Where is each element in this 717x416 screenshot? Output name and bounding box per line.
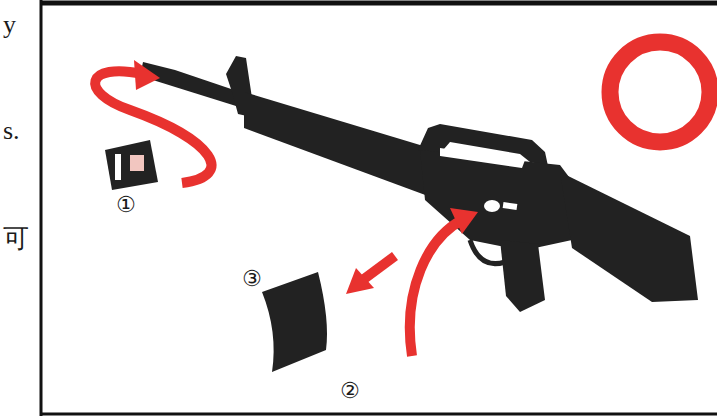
cropped-text: 可: [3, 226, 29, 252]
selector-hole: [484, 200, 500, 212]
arrow-head: [450, 208, 478, 234]
correct-mark: [610, 42, 710, 142]
frame-line: [40, 1, 717, 6]
arrow-head: [134, 60, 160, 90]
cropped-text: s.: [3, 118, 20, 144]
red-arrow: [410, 220, 462, 356]
frame-line: [40, 413, 717, 416]
receiver-slot: [503, 202, 518, 210]
callout-number: ①: [116, 194, 136, 216]
red-arrow: [364, 256, 395, 279]
handle-slot: [440, 148, 525, 168]
frame-line: [40, 0, 43, 416]
bolt-part: [105, 140, 158, 190]
red-arrow: [95, 71, 211, 183]
callout-number: ②: [340, 380, 360, 402]
rifle-silhouette: [140, 56, 698, 372]
callout-number: ③: [242, 268, 262, 290]
cropped-text: y: [3, 12, 16, 38]
arrow-head: [346, 268, 374, 294]
